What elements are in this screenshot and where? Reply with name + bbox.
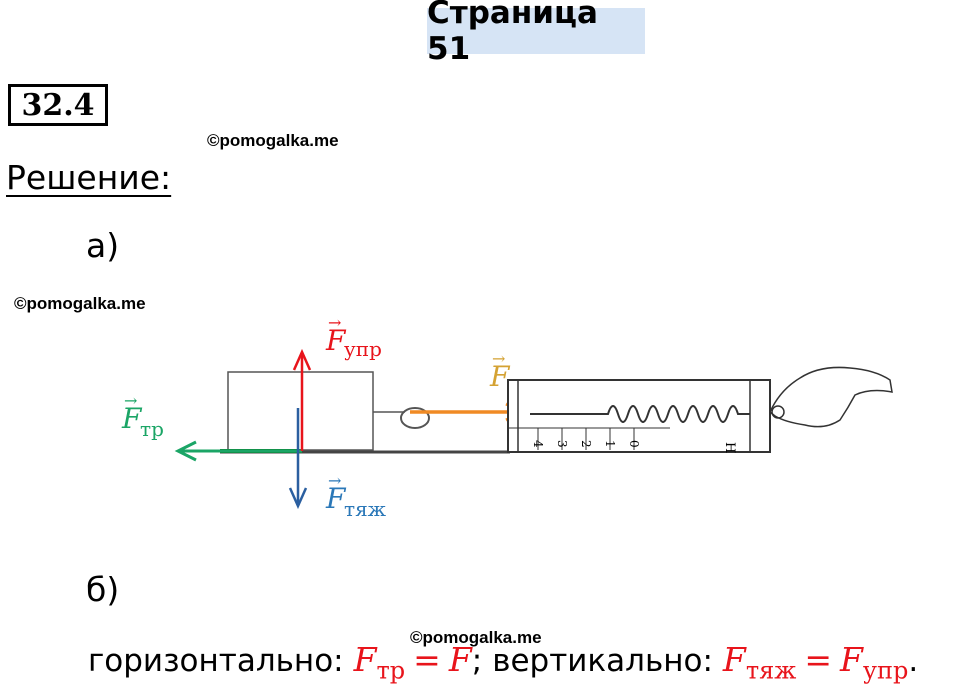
friction-force-label: F тр → xyxy=(121,391,164,441)
svg-text:тр: тр xyxy=(140,417,164,441)
scale-tick: 2 xyxy=(579,440,593,448)
svg-text:→: → xyxy=(328,313,341,332)
svg-text:→: → xyxy=(328,471,341,490)
applied-force-symbol: F xyxy=(448,640,472,679)
svg-text:F: F xyxy=(489,360,511,393)
applied-force-label: F → xyxy=(489,349,511,393)
watermark: ©pomogalka.me xyxy=(14,294,146,313)
hook xyxy=(400,407,430,429)
scale-tick: 3 xyxy=(555,440,569,448)
force-diagram: 4 3 2 1 0 Н F упр → F тр → F тяж → F → xyxy=(121,313,893,521)
svg-text:→: → xyxy=(124,391,137,410)
watermark: ©pomogalka.me xyxy=(207,131,339,150)
answer-line: горизонтально: Fтр = F ; вертикально: Fт… xyxy=(88,640,918,685)
scale-unit: Н xyxy=(722,442,737,453)
svg-text:упр: упр xyxy=(344,337,382,361)
part-b-label: б) xyxy=(86,570,120,609)
svg-text:F: F xyxy=(325,324,347,357)
gravity-symbol: Fтяж xyxy=(722,640,797,685)
block xyxy=(227,371,374,451)
svg-text:→: → xyxy=(492,349,505,368)
page-title: Страница 51 xyxy=(427,0,645,67)
hand xyxy=(769,366,893,428)
watermark: ©pomogalka.me xyxy=(410,628,542,647)
svg-text:тяж: тяж xyxy=(344,497,387,521)
svg-text:F: F xyxy=(325,482,347,515)
equals-sign: = xyxy=(413,640,441,679)
separator: ; xyxy=(471,643,483,679)
gravity-force-label: F тяж → xyxy=(325,471,387,521)
svg-text:F: F xyxy=(121,402,143,435)
elastic-force-label: F упр → xyxy=(325,313,382,361)
part-a-label: а) xyxy=(86,226,120,265)
scale-tick: 1 xyxy=(603,440,617,448)
problem-number: 32.4 xyxy=(8,84,108,126)
period: . xyxy=(908,643,919,679)
horizontal-label: горизонтально: xyxy=(88,643,344,679)
equals-sign: = xyxy=(804,640,832,679)
scale-tick: 0 xyxy=(627,440,641,448)
solution-label: Решение: xyxy=(6,158,172,197)
scale-tick: 4 xyxy=(531,440,545,448)
vertical-label: вертикально: xyxy=(492,643,713,679)
elastic-symbol: Fупр xyxy=(839,640,909,685)
friction-symbol: Fтр xyxy=(353,640,406,685)
spring xyxy=(595,405,750,423)
